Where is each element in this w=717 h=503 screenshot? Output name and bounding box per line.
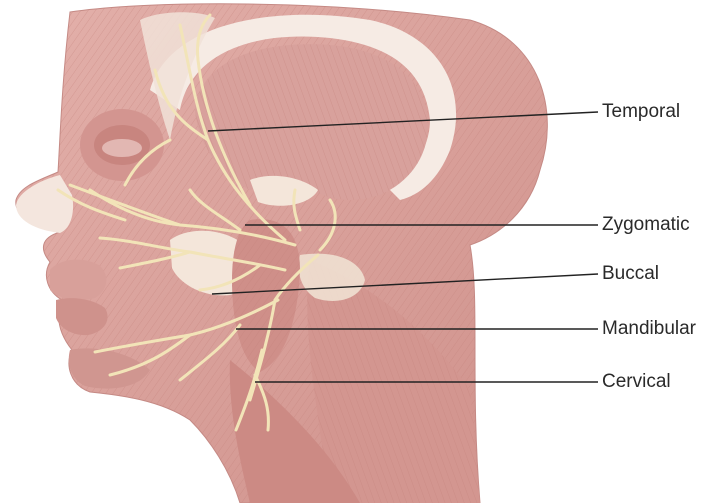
upper-lip [50,260,106,300]
label-zygomatic: Zygomatic [602,214,690,236]
label-buccal: Buccal [602,263,659,285]
label-cervical: Cervical [602,371,671,393]
eyelid [102,139,142,157]
label-mandibular: Mandibular [602,318,696,340]
nose [16,175,73,233]
label-temporal: Temporal [602,101,680,123]
